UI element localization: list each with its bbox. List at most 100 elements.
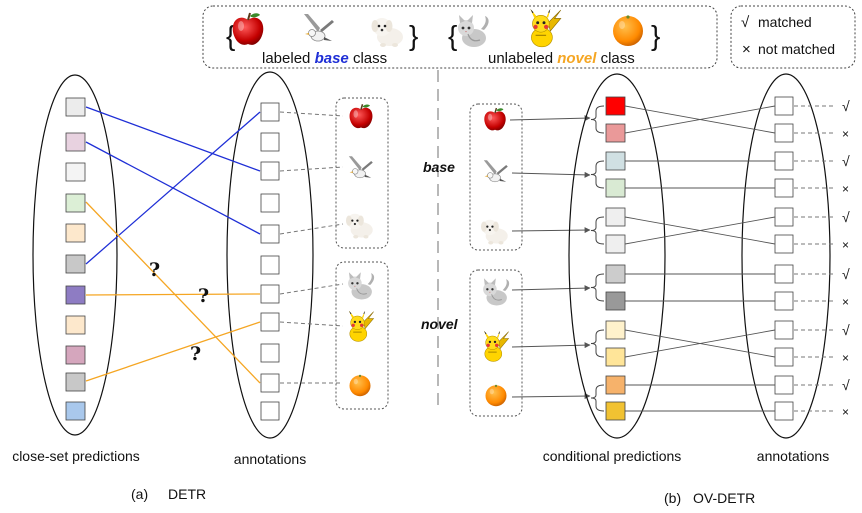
ovdetr-match-lines (624, 105, 776, 412)
detr-annotation-box (260, 343, 280, 363)
ovdetr-annotations-ellipse (741, 73, 831, 439)
ovdetr-base-image-group (469, 103, 523, 251)
detr-caption-name: DETR (168, 486, 206, 502)
ovdetr-arrow-cat (511, 285, 591, 292)
ovdetr-novel-image-group (469, 269, 523, 417)
detr-predictions-ellipse (32, 74, 118, 436)
not-matched-mark: × (842, 405, 849, 419)
detr-annotation-box (260, 193, 280, 213)
ovdetr-annotation-box (774, 207, 794, 227)
matched-mark: √ (842, 266, 850, 282)
ovdetr-match-line (624, 105, 776, 134)
detr-match-line-novel-1 (85, 201, 261, 384)
ovdetr-annotation-box (774, 123, 794, 143)
detr-connector-pikachu (279, 321, 344, 327)
top-legend-box (202, 5, 718, 69)
matched-mark: √ (842, 377, 850, 393)
ovdetr-prediction-box (605, 401, 626, 421)
detr-prediction-box (65, 401, 86, 421)
not-matched-mark: × (842, 127, 849, 141)
ovdetr-braces (590, 105, 605, 412)
detr-caption-letter: (a) (131, 486, 148, 502)
cat-icon (347, 271, 375, 300)
ovdetr-annotation-box (774, 347, 794, 367)
matched-mark: √ (842, 209, 850, 225)
detr-connector-apple (279, 111, 344, 117)
brace-left-base: { (226, 20, 235, 51)
ovdetr-caption-name: OV-DETR (693, 490, 755, 506)
ovdetr-annotation-box (774, 96, 794, 116)
detr-prediction-box (65, 162, 86, 182)
pikachu-icon (529, 8, 562, 48)
ovdetr-match-line (624, 216, 776, 245)
question-mark-3: ? (190, 343, 201, 365)
not-matched-mark: × (842, 182, 849, 196)
detr-annotation-box (260, 255, 280, 275)
orange-icon (613, 15, 643, 46)
ovdetr-prediction-box (605, 320, 626, 340)
detr-prediction-box (65, 372, 86, 392)
ovdetr-prediction-boxes (605, 96, 626, 421)
ovdetr-annotation-box (774, 401, 794, 421)
brace-right-novel: } (651, 20, 660, 51)
cat-icon (457, 14, 490, 48)
seagull-icon (483, 159, 509, 183)
matched-mark: √ (842, 98, 850, 114)
detr-annotations-label: annotations (234, 451, 306, 467)
ovdetr-annotation-boxes (774, 96, 794, 421)
not-matched-label: not matched (758, 41, 835, 57)
detr-prediction-boxes (65, 97, 86, 421)
cat-icon (482, 277, 510, 306)
matched-label: matched (758, 14, 812, 30)
detr-prediction-box (65, 345, 86, 365)
detr-prediction-box (65, 97, 86, 117)
orange-icon (349, 374, 371, 397)
ovdetr-arrow-apple (509, 115, 591, 122)
apple-icon (231, 12, 265, 46)
question-mark-2: ? (198, 285, 209, 307)
detr-annotation-box (260, 312, 280, 332)
base-keyword: base (315, 50, 349, 67)
ovdetr-arrow-pikachu (511, 342, 591, 349)
ovdetr-caption-letter: (b) (664, 490, 681, 506)
detr-match-line-base-3 (85, 111, 261, 265)
brace-right-base: } (409, 20, 418, 51)
seagull-icon (303, 13, 335, 42)
ovdetr-prediction-box (605, 207, 626, 227)
labeled-base-class-caption: labeled base class (262, 50, 387, 67)
ovdetr-annotation-box (774, 375, 794, 395)
ovdetr-prediction-box (605, 264, 626, 284)
ovdetr-prediction-box (605, 123, 626, 143)
detr-annotation-box (260, 132, 280, 152)
detr-annotation-box (260, 224, 280, 244)
ovdetr-base-label: base (423, 159, 455, 175)
match-legend: √ matched × not matched (730, 5, 856, 69)
detr-predictions-label: close-set predictions (12, 448, 140, 464)
detr-connector-dog (279, 223, 344, 235)
ovdetr-arrow-dog (511, 227, 591, 234)
ovdetr-pair-brace (590, 329, 605, 358)
ovdetr-pair-brace (590, 105, 605, 134)
ovdetr-annotation-box (774, 291, 794, 311)
ovdetr-arrow-seagull (511, 171, 591, 178)
top-legend: { } labeled base class { } unlabeled nov… (202, 5, 718, 69)
detr-match-line-novel-2 (85, 293, 261, 296)
ovdetr-arrow-orange (511, 393, 591, 400)
ovdetr-prediction-box (605, 375, 626, 395)
white-dog-icon (345, 213, 373, 239)
not-matched-mark: × (842, 238, 849, 252)
not-matched-mark: × (842, 295, 849, 309)
detr-prediction-box (65, 223, 86, 243)
pikachu-icon (483, 330, 510, 362)
ovdetr-prediction-box (605, 96, 626, 116)
detr-prediction-box (65, 315, 86, 335)
matched-symbol: √ (741, 14, 750, 31)
detr-annotation-box (260, 401, 280, 421)
not-matched-symbol: × (742, 41, 751, 58)
ovdetr-annotation-box (774, 234, 794, 254)
detr-connector-cat (279, 283, 344, 295)
ovdetr-match-line (624, 329, 776, 358)
detr-prediction-box (65, 193, 86, 213)
ovdetr-pair-brace (590, 160, 605, 189)
